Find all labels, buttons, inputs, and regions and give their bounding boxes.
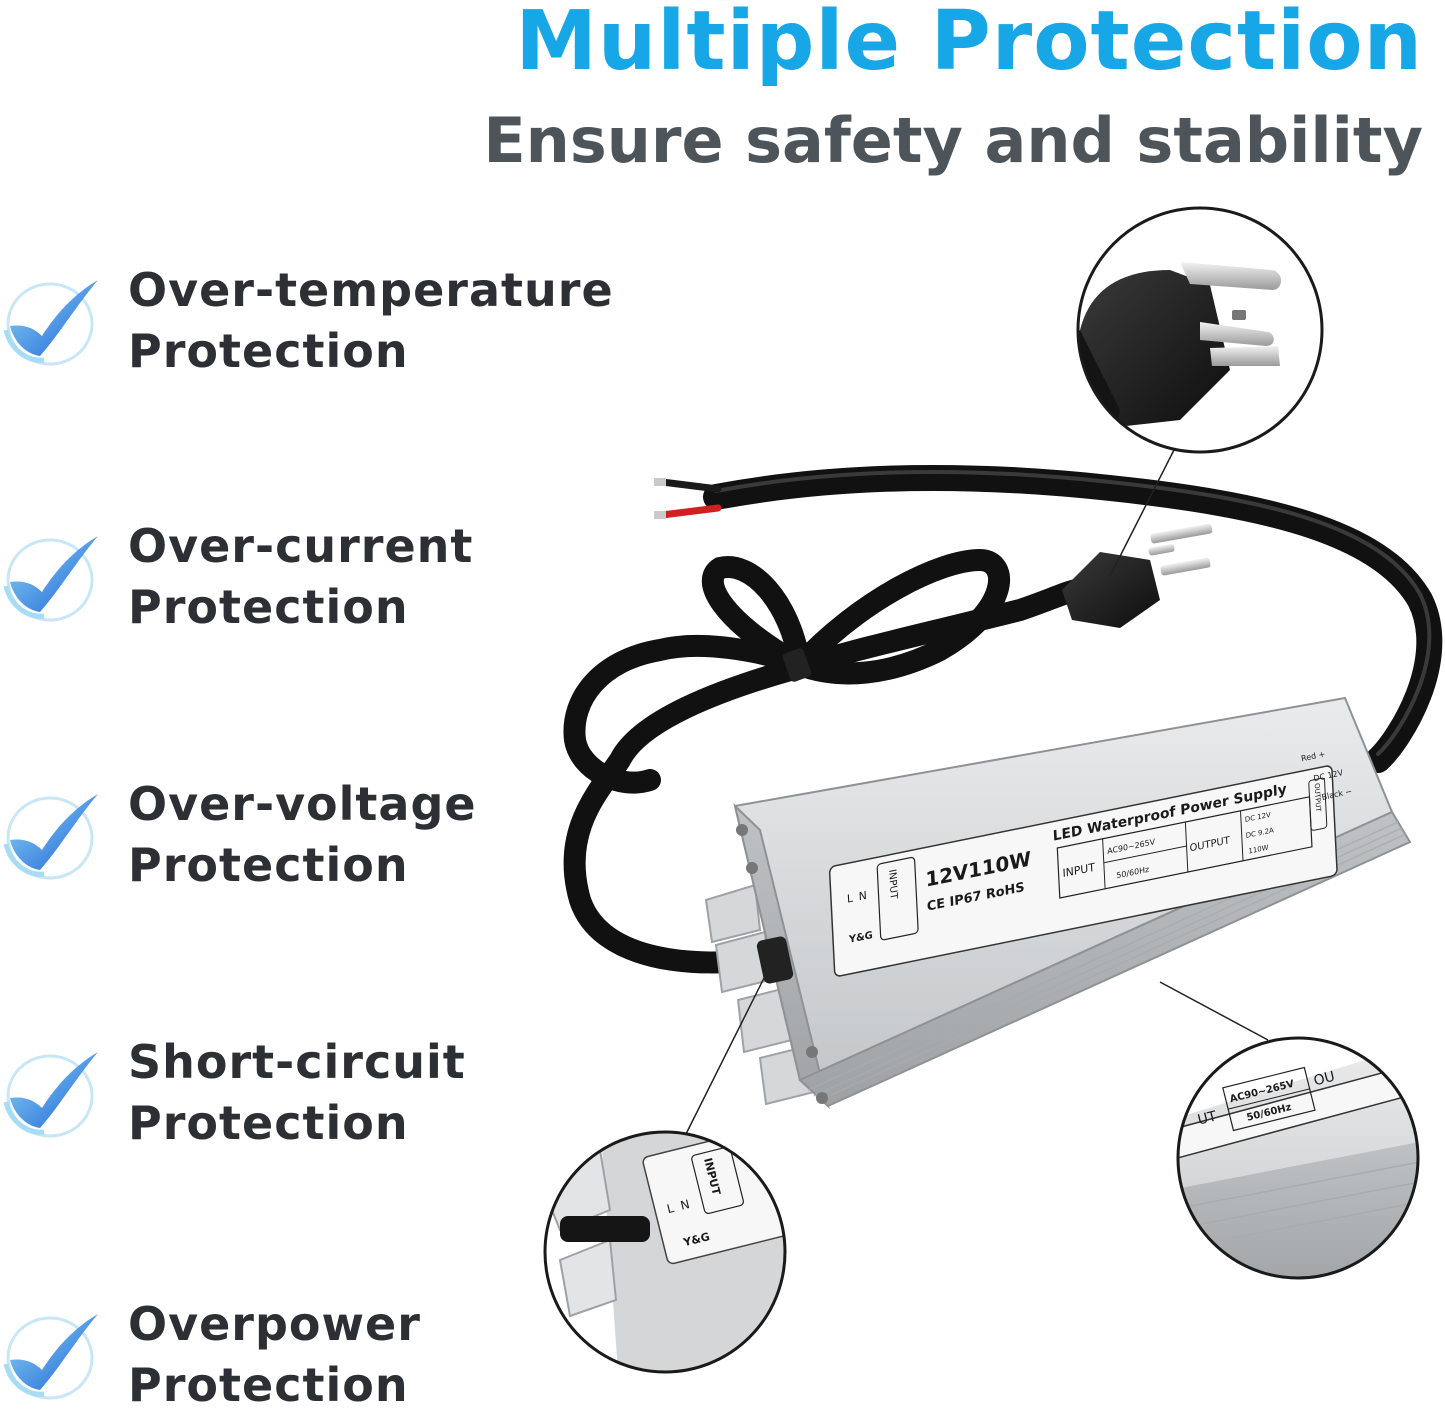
spec-leader-line — [1159, 981, 1269, 1041]
check-icon — [3, 1314, 98, 1400]
page-subtitle: Ensure safety and stability — [483, 104, 1423, 177]
feature-subtitle: Protection — [128, 580, 409, 634]
feature-over-temperature: Over-temperature Protection — [0, 263, 614, 382]
check-icon — [3, 1052, 98, 1138]
feature-subtitle: Protection — [128, 1096, 409, 1150]
input-box-text: INPUT — [886, 868, 898, 901]
output-spec-power: 110W — [1248, 843, 1268, 856]
plug-zoom-callout — [1076, 206, 1324, 454]
plug — [1062, 523, 1213, 628]
feature-over-current: Over-current Protection — [0, 519, 473, 638]
feature-subtitle: Protection — [128, 838, 409, 892]
zoom-wire-n: N — [679, 1197, 691, 1213]
feature-title: Short-circuit — [128, 1035, 466, 1089]
output-wires — [654, 478, 722, 519]
zoom-wire-yg: Y&G — [681, 1230, 711, 1249]
zoom-wire-l: L — [665, 1201, 675, 1216]
page-title: Multiple Protection — [515, 0, 1423, 89]
feature-subtitle: Protection — [128, 324, 409, 378]
input-zoom-callout: INPUT L N Y&G — [543, 1130, 787, 1374]
feature-short-circuit: Short-circuit Protection — [0, 1035, 466, 1154]
feature-title: Over-current — [128, 519, 474, 573]
wire-yg-label: Y&G — [848, 930, 873, 946]
zoom-right-fragment: OU — [1312, 1069, 1337, 1090]
check-icon — [3, 536, 98, 622]
plug-leader-line — [1109, 447, 1176, 577]
feature-title: Over-voltage — [128, 777, 477, 831]
check-icon — [3, 280, 98, 366]
feature-title: Overpower — [128, 1297, 421, 1351]
feature-overpower: Overpower Protection — [0, 1297, 421, 1416]
output-cable — [703, 464, 1443, 773]
output-box-text: OUTPUT — [1313, 782, 1323, 813]
feature-over-voltage: Over-voltage Protection — [0, 777, 477, 896]
feature-title: Over-temperature — [128, 263, 614, 317]
wire-l-label: L — [847, 891, 855, 905]
spec-zoom-callout: UT AC90~265V 50/60Hz OU — [1176, 1036, 1420, 1280]
wire-n-label: N — [858, 889, 867, 904]
input-leader-line — [685, 961, 773, 1135]
input-cable — [563, 548, 1096, 974]
check-icon — [3, 794, 98, 880]
zoom-left-fragment: UT — [1196, 1108, 1219, 1128]
